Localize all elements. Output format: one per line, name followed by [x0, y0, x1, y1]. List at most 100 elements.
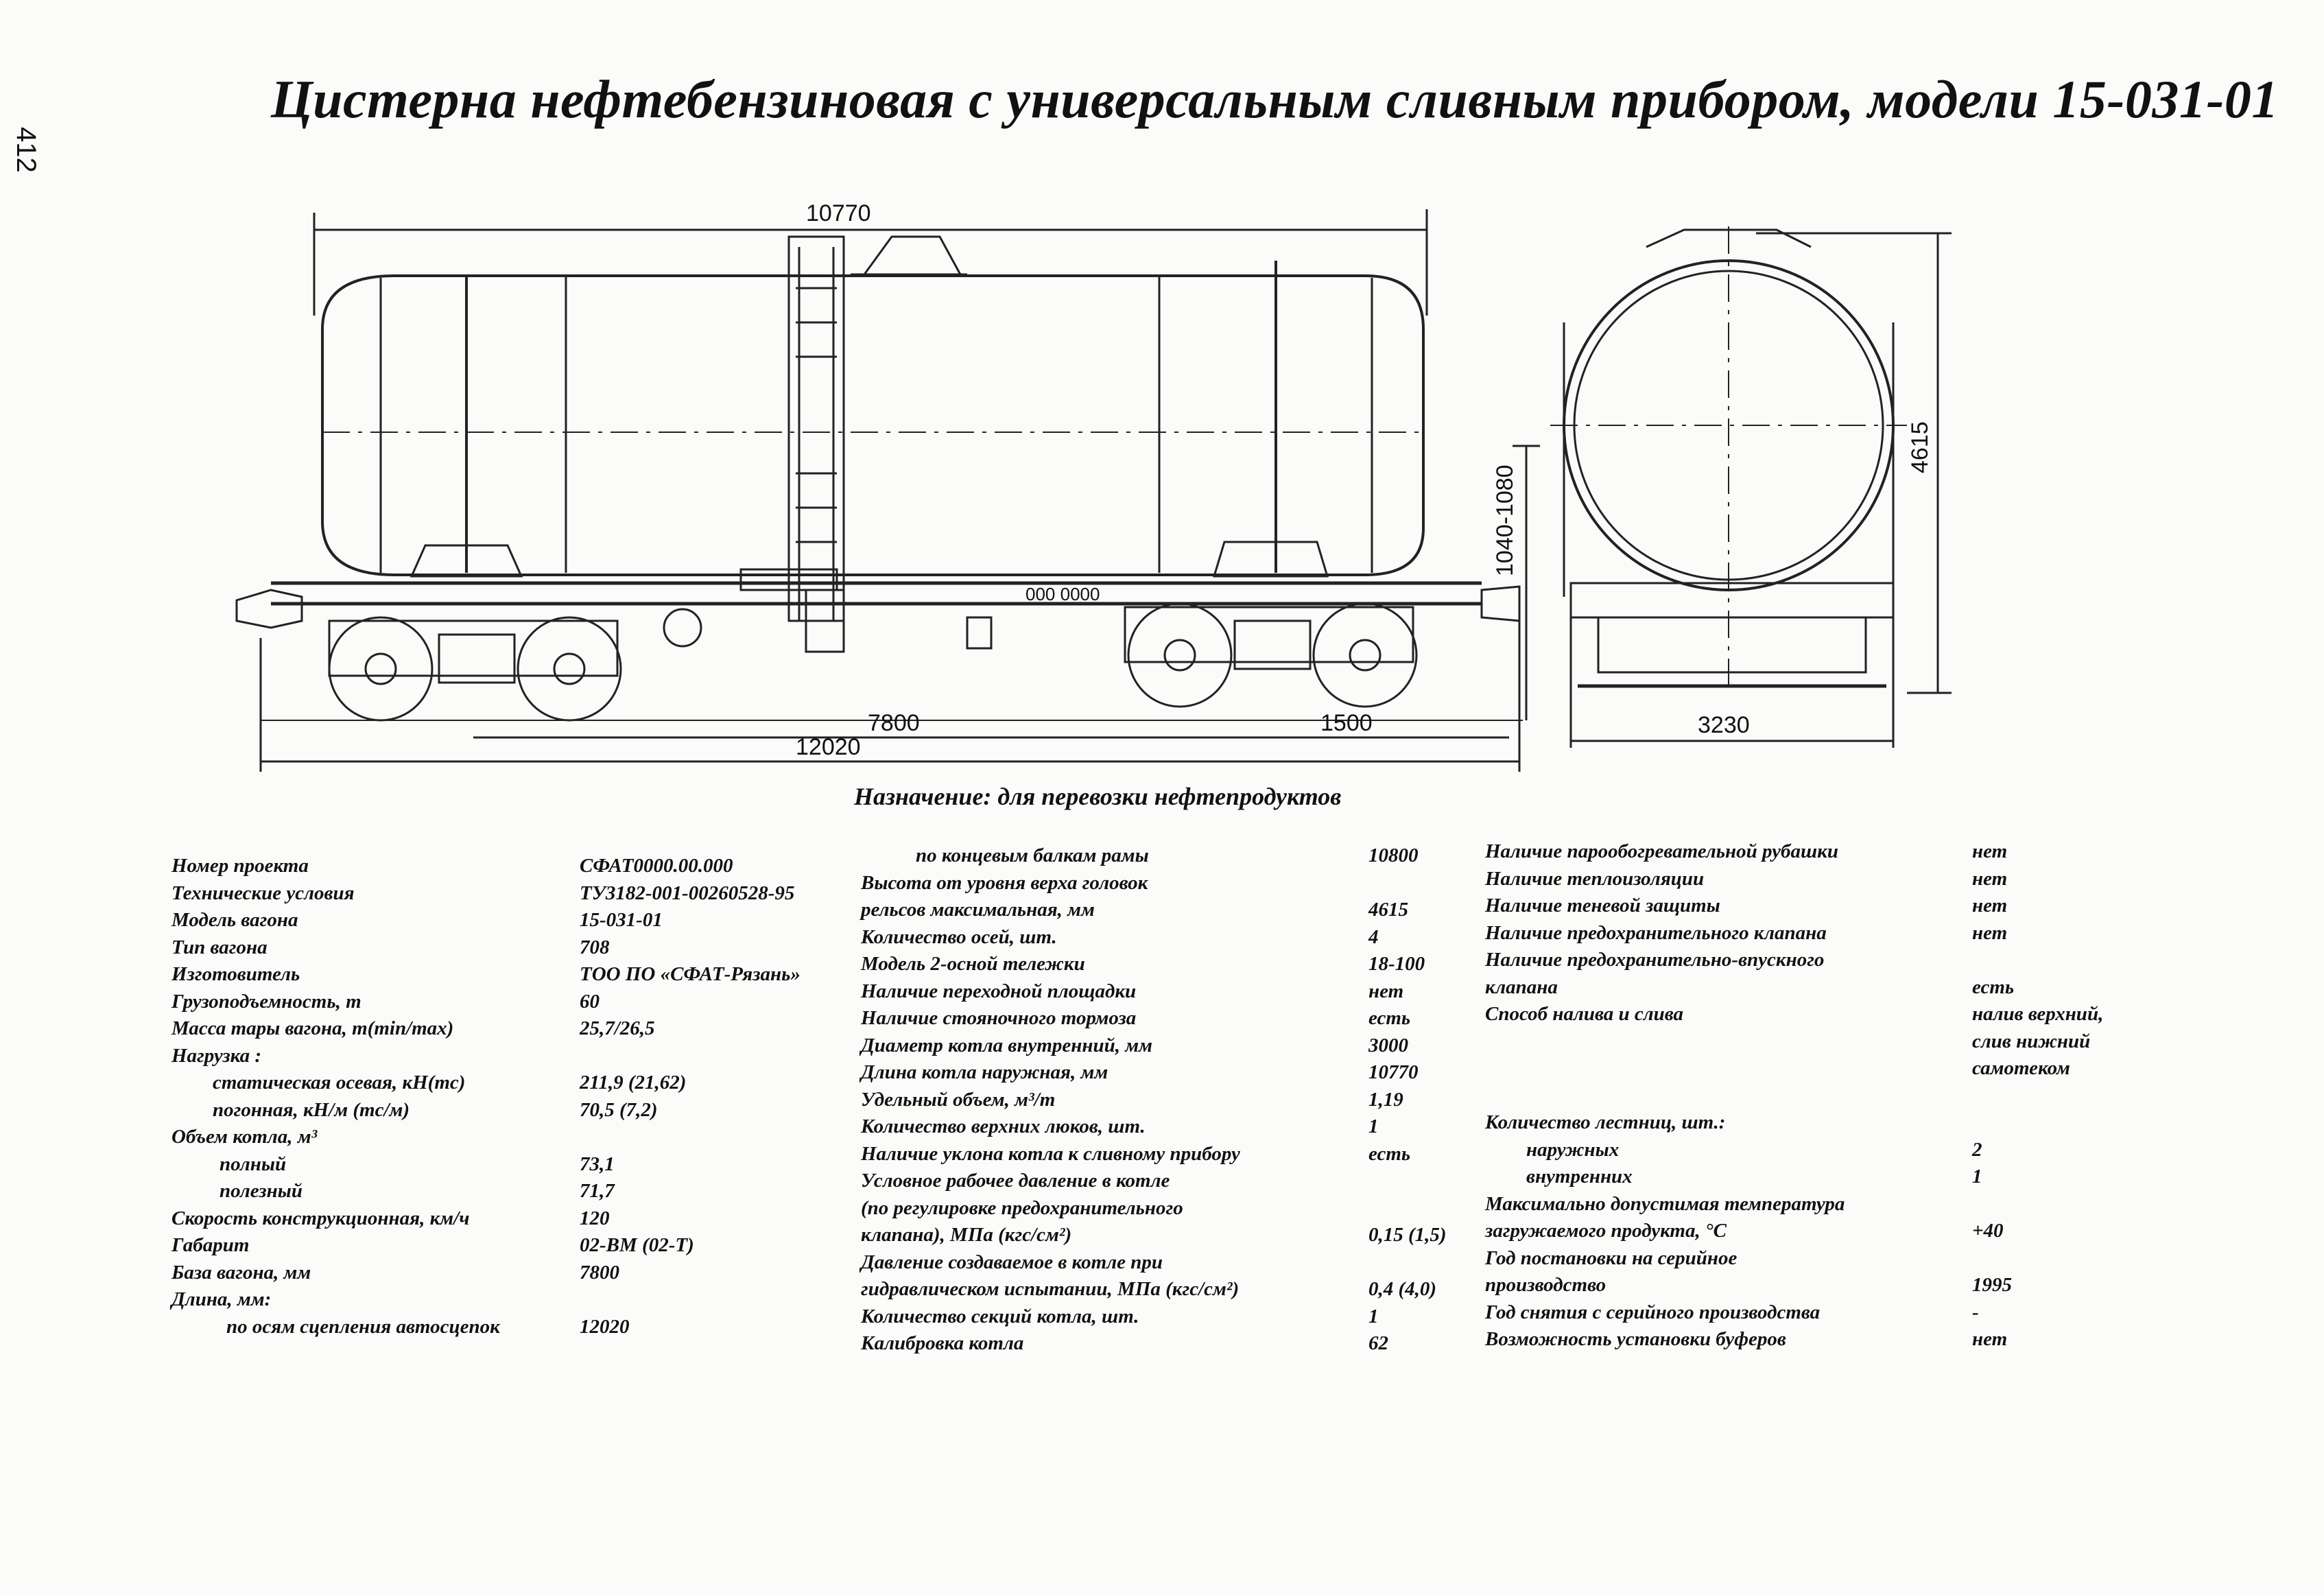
- spec-label: Возможность установки буферов: [1485, 1328, 1786, 1350]
- spec-label: Максимально допустимая температура: [1485, 1192, 1845, 1215]
- spec-row: Год постановки на серийное: [1485, 1245, 2171, 1273]
- spec-row: [1485, 1083, 2171, 1110]
- car-number-plate: 000 0000: [1025, 584, 1100, 604]
- spec-row: Наличие предохранительно-впускного: [1485, 947, 2171, 974]
- spec-label: производство: [1485, 1274, 1606, 1296]
- spec-row: Высота от уровня верха головок: [861, 870, 1492, 897]
- spec-value: есть: [1368, 1142, 1411, 1165]
- spec-value: 1: [1368, 1115, 1379, 1137]
- spec-label: Наличие теплоизоляции: [1485, 867, 1705, 890]
- spec-value: 211,9 (21,62): [580, 1072, 687, 1094]
- spec-label: Номер проекта: [171, 855, 309, 877]
- dome-ladder: [787, 235, 845, 622]
- spec-row: Год снятия с серийного производства-: [1485, 1299, 2171, 1327]
- spec-value: нет: [1972, 921, 2008, 944]
- spec-value: 0,4 (4,0): [1368, 1278, 1437, 1300]
- spec-value: 12020: [580, 1315, 630, 1338]
- spec-label: Наличие стояночного тормоза: [861, 1007, 1137, 1029]
- dim-height-label: 4615: [1907, 421, 1933, 473]
- spec-label: Объем котла, м³: [171, 1126, 318, 1148]
- spec-value: нет: [1368, 980, 1404, 1002]
- spec-value: 25,7/26,5: [580, 1017, 655, 1039]
- spec-row: клапана), МПа (кгс/см²)0,15 (1,5): [861, 1222, 1492, 1249]
- spec-label: Давление создаваемое в котле при: [861, 1251, 1163, 1273]
- spec-value: 10800: [1368, 844, 1419, 866]
- spec-value: 62: [1368, 1332, 1388, 1354]
- spec-label: Габарит: [171, 1234, 250, 1256]
- dim-base-label: 7800: [868, 710, 920, 736]
- spec-value: есть: [1972, 976, 2015, 998]
- spec-label: полезный: [220, 1180, 303, 1202]
- spec-value: 1: [1368, 1305, 1379, 1327]
- left-bogie-wheel-1: [328, 616, 434, 722]
- spec-label: по осям сцепления автосцепок: [226, 1315, 500, 1338]
- spec-value: 60: [580, 990, 600, 1013]
- tank-car-drawing: 10770 7800 1500 12020 1040-1080 3230 461…: [235, 200, 1952, 772]
- spec-value: 3000: [1368, 1034, 1408, 1056]
- spec-value: 15-031-01: [580, 909, 663, 931]
- dim-coupler-height-label: 1040-1080: [1492, 464, 1518, 576]
- spec-label: Условное рабочее давление в котле: [861, 1170, 1170, 1192]
- spec-label: Модель 2-осной тележки: [861, 953, 1085, 975]
- right-bogie-wheel-1: [1127, 602, 1233, 708]
- spec-value: 73,1: [580, 1153, 615, 1175]
- spec-row: по осям сцепления автосцепок 12020: [171, 1314, 803, 1341]
- spec-label: Количество секций котла, шт.: [861, 1305, 1139, 1327]
- spec-value: слив нижний: [1972, 1030, 2091, 1052]
- spec-value: 02-ВМ (02-Т): [580, 1234, 694, 1256]
- spec-label: Наличие парообогревательной рубашки: [1485, 840, 1838, 862]
- spec-row: погонная, кН/м (тс/м)70,5 (7,2): [171, 1097, 803, 1124]
- spec-label: База вагона, мм: [171, 1261, 311, 1284]
- spec-row: слив нижний: [1485, 1028, 2171, 1056]
- purpose-line: Назначение: для перевозки нефтепродуктов: [854, 783, 1342, 810]
- spec-label: Способ налива и слива: [1485, 1003, 1683, 1025]
- spec-label: Грузоподъемность, т: [171, 990, 361, 1013]
- spec-label: Год постановки на серийное: [1485, 1247, 1738, 1269]
- spec-row: статическая осевая, кН(тс)211,9 (21,62): [171, 1070, 803, 1097]
- spec-label: Длина котла наружная, мм: [861, 1061, 1108, 1083]
- right-bogie-wheel-2: [1312, 602, 1418, 708]
- spec-row: Количество лестниц, шт.:: [1485, 1109, 2171, 1137]
- spec-label: гидравлическом испытании, МПа (кгс/см²): [861, 1278, 1240, 1300]
- left-bogie-wheel-2: [517, 616, 622, 722]
- spec-row: Нагрузка :: [171, 1043, 803, 1070]
- spec-label: Диаметр котла внутренний, мм: [861, 1034, 1152, 1056]
- dim-coupler-label: 12020: [796, 734, 861, 760]
- spec-label: Количество осей, шт.: [861, 925, 1057, 948]
- spec-label: Скорость конструкционная, км/ч: [171, 1207, 470, 1229]
- spec-row: Возможность установки буферов нет: [1485, 1326, 2171, 1354]
- spec-value: 120: [580, 1207, 610, 1229]
- spec-value: ТУ3182-001-00260528-95: [580, 882, 795, 904]
- spec-row: Количество секций котла, шт. 1: [861, 1303, 1492, 1331]
- spec-value: 708: [580, 936, 610, 958]
- spec-value: самотеком: [1972, 1057, 2070, 1079]
- spec-row: Грузоподъемность, т 60: [171, 989, 803, 1016]
- spec-value: 71,7: [580, 1180, 615, 1202]
- spec-label: Количество лестниц, шт.:: [1485, 1111, 1726, 1133]
- spec-label: Модель вагона: [171, 909, 298, 931]
- spec-label: наружных: [1526, 1138, 1620, 1161]
- spec-row: полезный 71,7: [171, 1178, 803, 1205]
- right-bogie-frame: [1124, 606, 1414, 663]
- spec-row: Диаметр котла внутренний, мм 3000: [861, 1032, 1492, 1060]
- dim-length-label: 10770: [806, 200, 871, 226]
- spec-row: Количество осей, шт.4: [861, 924, 1492, 952]
- spec-value: 1: [1972, 1166, 1982, 1188]
- dim-width-label: 3230: [1698, 712, 1750, 738]
- spec-value: нет: [1972, 1328, 2008, 1350]
